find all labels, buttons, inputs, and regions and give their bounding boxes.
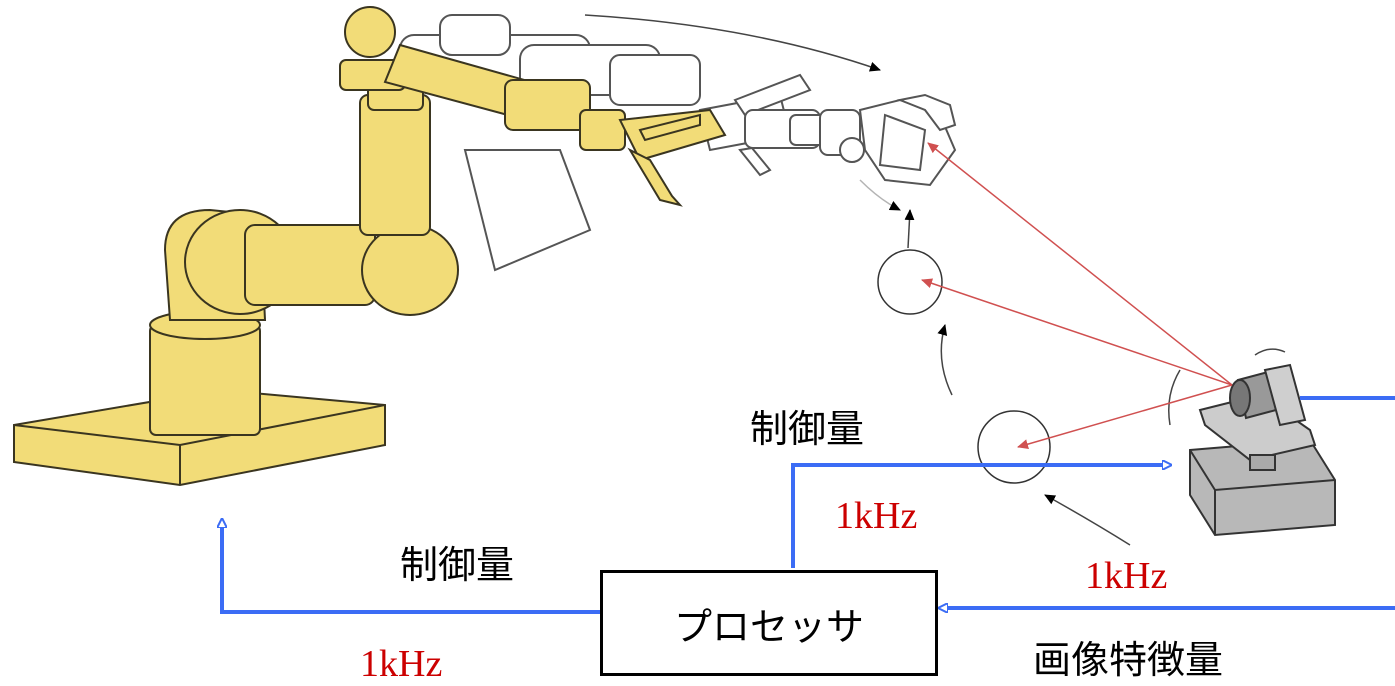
robot-wrist-joint: [344, 6, 396, 58]
robot-elbow: [361, 224, 459, 316]
label-freq-bottom: 1kHz: [360, 643, 443, 685]
robot-arm: [13, 6, 727, 487]
camera-rays: [921, 142, 1233, 450]
label-freq-top: 1kHz: [835, 495, 918, 537]
label-image-feature: 画像特徴量: [1033, 638, 1224, 682]
motion-arrows: [584, 14, 1131, 546]
label-freq-mid: 1kHz: [1085, 555, 1168, 597]
processor-label: プロセッサ: [673, 604, 864, 649]
label-control-top: 制御量: [750, 407, 865, 451]
robot-forearm: [359, 94, 431, 236]
processor-box: プロセッサ: [600, 570, 938, 676]
camera-unit: [1168, 348, 1336, 537]
camera-lens: [1229, 379, 1251, 417]
flow-to-robot: [222, 520, 600, 614]
target-position-1: [977, 410, 1051, 484]
ghost-arm-positions: [399, 14, 957, 272]
signal-flows: [222, 396, 1395, 614]
target-position-2: [877, 249, 943, 315]
flow-to-camera: [791, 465, 1170, 568]
robot-upper-link: [244, 224, 376, 306]
robot-column: [149, 324, 261, 436]
label-control-left: 制御量: [400, 543, 515, 587]
